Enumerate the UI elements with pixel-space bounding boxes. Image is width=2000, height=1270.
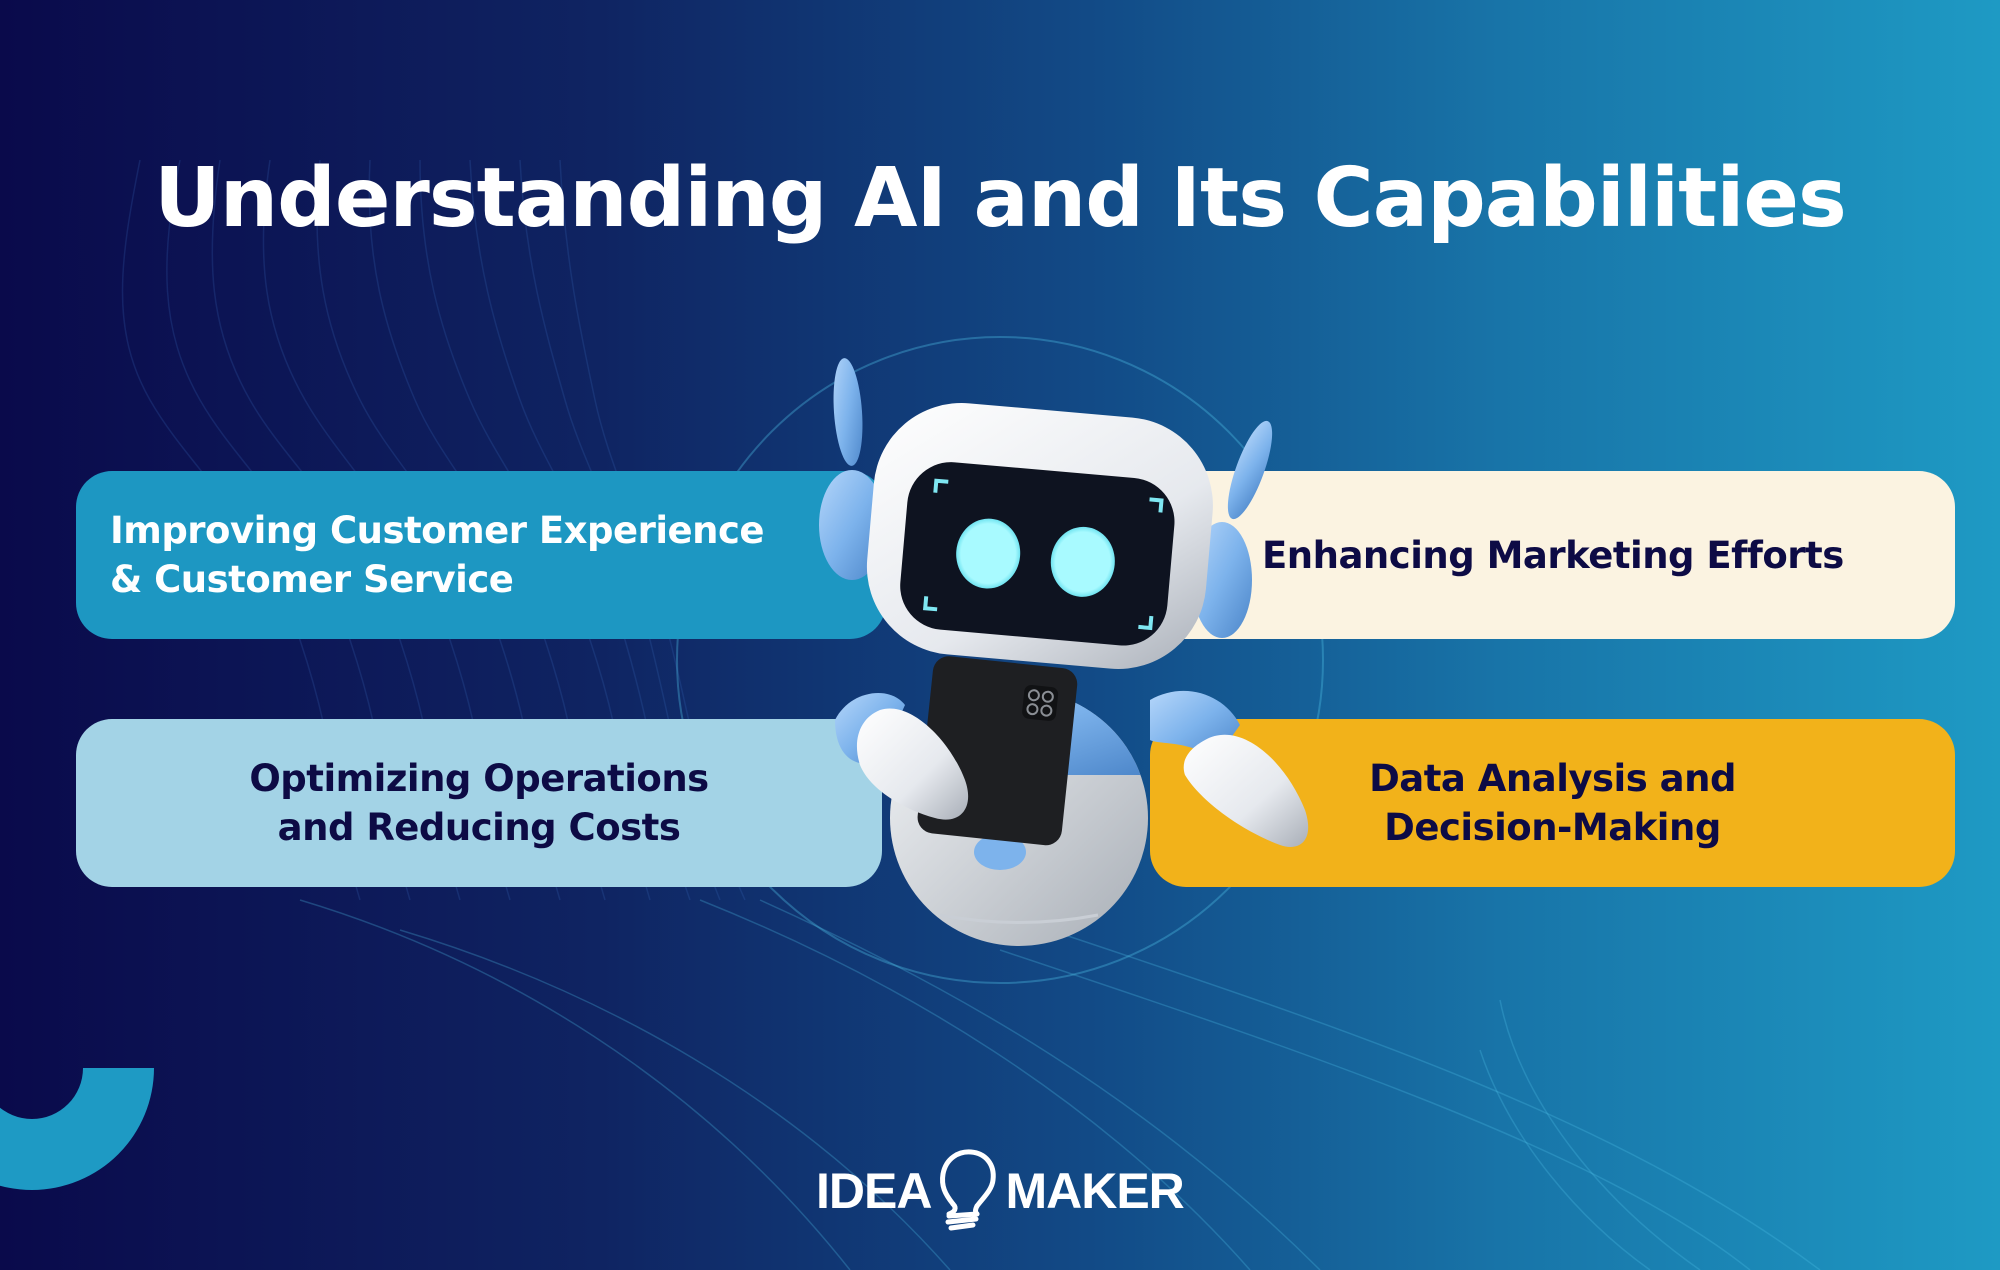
lightbulb-icon <box>940 1149 997 1231</box>
capability-card-operations: Optimizing Operations and Reducing Costs <box>76 719 882 887</box>
page-title: Understanding AI and Its Capabilities <box>154 150 1847 246</box>
capability-card-customer-experience: Improving Customer Experience & Customer… <box>76 471 886 639</box>
card-label: Data Analysis and Decision-Making <box>1369 757 1736 849</box>
half-ring-decoration <box>0 1068 154 1190</box>
logo-text-right: MAKER <box>1005 1163 1184 1219</box>
capability-card-data-analysis: Data Analysis and Decision-Making <box>1150 719 1955 887</box>
card-label: Enhancing Marketing Efforts <box>1262 533 1844 577</box>
logo-text-left: IDEA <box>816 1163 932 1219</box>
card-label: Improving Customer Experience & Customer… <box>110 509 765 601</box>
idea-maker-logo: IDEA MAKER <box>816 1148 1185 1234</box>
capability-card-marketing: Enhancing Marketing Efforts <box>1140 471 1955 639</box>
card-label: Optimizing Operations and Reducing Costs <box>249 757 709 849</box>
